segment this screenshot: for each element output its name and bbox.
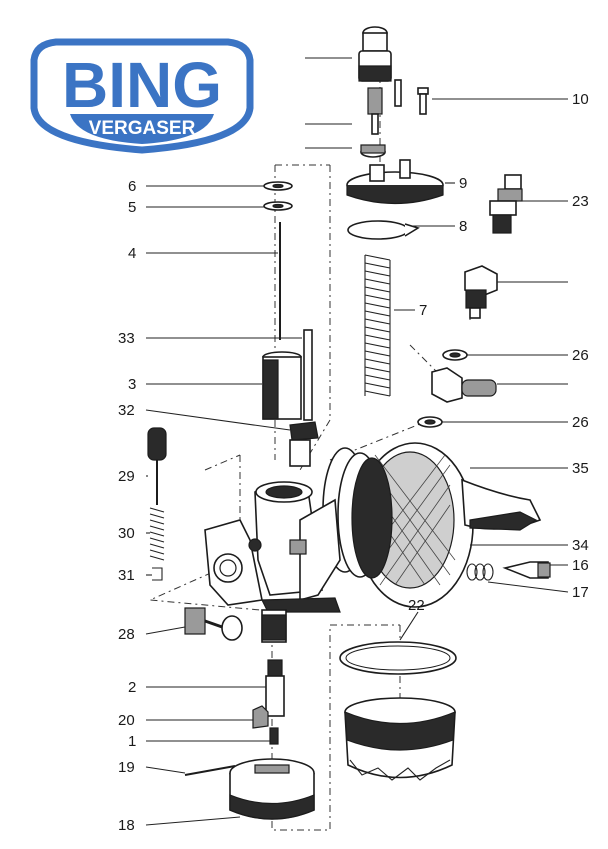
part-banjo-bolt <box>464 265 498 319</box>
label-5: 5 <box>128 199 136 216</box>
part-choke-29 <box>147 427 167 505</box>
label-17: 17 <box>572 584 589 601</box>
label-30: 30 <box>118 525 135 542</box>
part-screw-28 <box>184 607 243 641</box>
label-2: 2 <box>128 679 136 696</box>
logo-subtitle: VERGASER <box>89 118 196 139</box>
part-jet-holder <box>261 609 287 643</box>
label-34: 34 <box>572 537 589 554</box>
part-labels: 10 9 23 6 5 8 4 7 33 26 3 32 26 29 35 30… <box>118 91 589 834</box>
leader-lines <box>145 57 569 826</box>
label-22: 22 <box>408 597 425 614</box>
label-4: 4 <box>128 245 136 262</box>
part-32 <box>289 421 319 467</box>
part-top-cover <box>346 159 444 205</box>
label-26b: 26 <box>572 414 589 431</box>
part-carb-body <box>204 481 341 613</box>
part-needle-1 <box>269 727 279 745</box>
part-gasket-ring <box>347 220 420 240</box>
part-washer-5 <box>263 201 293 211</box>
part-pin-19 <box>184 765 236 776</box>
part-spring-17 <box>466 563 494 581</box>
label-7: 7 <box>419 302 427 319</box>
label-35: 35 <box>572 460 589 477</box>
part-jet-2 <box>265 659 285 717</box>
label-10: 10 <box>572 91 589 108</box>
part-fitting-23 <box>489 174 523 234</box>
part-banjo-union <box>431 367 497 403</box>
label-16: 16 <box>572 557 589 574</box>
part-adjuster-screw <box>367 87 383 135</box>
part-jet-20 <box>252 705 269 729</box>
logo-banner <box>70 114 214 144</box>
part-washer-26a <box>442 349 468 361</box>
label-9: 9 <box>459 175 467 192</box>
part-float-18 <box>229 758 315 820</box>
part-top-cap <box>358 26 392 82</box>
label-29: 29 <box>118 468 135 485</box>
part-small-screws <box>394 79 429 115</box>
label-32: 32 <box>118 402 135 419</box>
bing-logo: BING VERGASER <box>30 38 254 154</box>
label-6: 6 <box>128 178 136 195</box>
part-washer-26b <box>417 416 443 428</box>
label-8: 8 <box>459 218 467 235</box>
logo-brand: BING <box>62 49 222 121</box>
part-spring-7 <box>364 254 391 397</box>
part-spring-30 <box>149 507 165 561</box>
label-23: 23 <box>572 193 589 210</box>
label-20: 20 <box>118 712 135 729</box>
part-float-bowl <box>344 697 456 781</box>
part-rod-33 <box>303 329 313 421</box>
label-1: 1 <box>128 733 136 750</box>
part-nut <box>360 144 386 158</box>
label-18: 18 <box>118 817 135 834</box>
logo-frame <box>30 38 254 154</box>
label-26a: 26 <box>572 347 589 364</box>
part-clip-31 <box>152 567 163 581</box>
label-31: 31 <box>118 567 135 584</box>
part-gasket-22 <box>339 641 457 675</box>
label-19: 19 <box>118 759 135 776</box>
label-3: 3 <box>128 376 136 393</box>
label-28: 28 <box>118 626 135 643</box>
part-strap-35 <box>461 478 542 531</box>
part-washer-6 <box>263 181 293 191</box>
label-33: 33 <box>118 330 135 347</box>
part-intake-rings <box>322 447 393 579</box>
part-screw-16 <box>502 561 551 579</box>
part-slide-3 <box>262 351 302 420</box>
